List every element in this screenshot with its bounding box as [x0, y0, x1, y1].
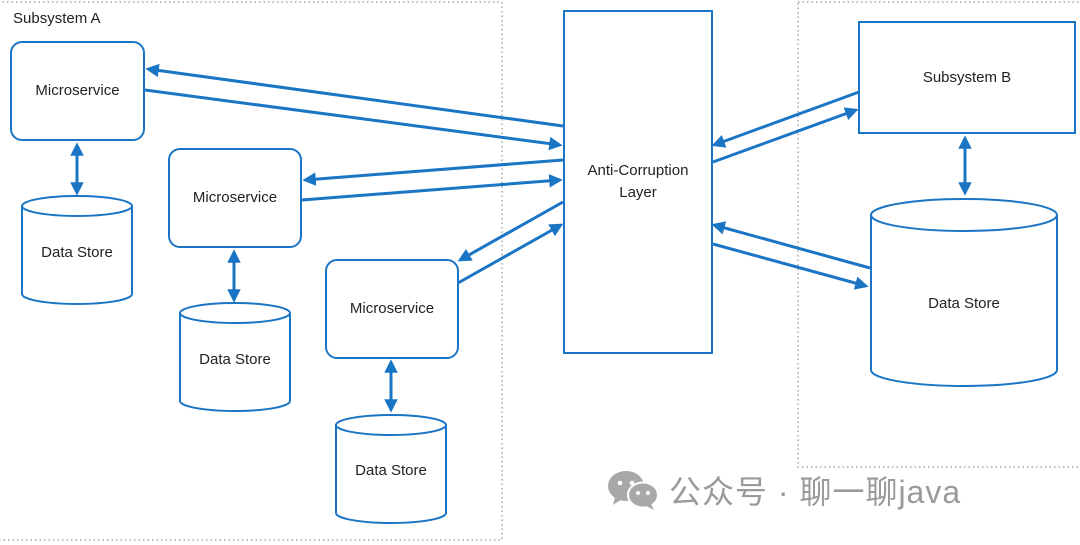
subsystem-b: Subsystem B — [858, 21, 1076, 134]
arrow-ms3-to-acl — [457, 223, 564, 285]
data-store-subsystem-b: Data Store — [870, 198, 1058, 387]
acl-label-line1: Anti-Corruption — [587, 162, 689, 179]
arrow-acl-to-store-b — [712, 242, 869, 290]
microservice-2-label: Microservice — [192, 189, 278, 206]
anti-corruption-layer: Anti-Corruption Layer — [563, 10, 713, 354]
data-store-1: Data Store — [21, 195, 133, 305]
microservice-2: Microservice — [168, 148, 302, 248]
microservice-1-label: Microservice — [35, 82, 120, 99]
data-store-1-label: Data Store — [41, 244, 113, 261]
microservice-3: Microservice — [325, 259, 459, 359]
data-store-2-label: Data Store — [199, 351, 271, 368]
arrow-acl-to-ms3 — [457, 200, 564, 262]
arrow-acl-to-subsystem-b — [712, 107, 859, 164]
subsystem-b-label: Subsystem B — [922, 69, 1012, 86]
subsystem-b-boundary — [797, 1, 1080, 468]
subsystem-a-boundary — [0, 1, 503, 541]
arrow-acl-to-ms2 — [302, 158, 564, 186]
microservice-3-label: Microservice — [349, 300, 435, 317]
arrow-ms2-to-acl — [301, 174, 563, 202]
data-store-b-label: Data Store — [928, 295, 1000, 312]
data-store-3: Data Store — [335, 414, 447, 524]
data-store-2: Data Store — [179, 302, 291, 412]
subsystem-a-label: Subsystem A — [13, 10, 101, 27]
acl-label-line2: Layer — [619, 184, 657, 201]
arrow-acl-to-ms1 — [145, 63, 564, 128]
arrow-store-b-to-acl — [711, 221, 871, 270]
microservice-1: Microservice — [10, 41, 145, 141]
arrow-ms1-to-acl — [144, 88, 563, 151]
watermark: 公众号 · 聊一聊java — [605, 467, 961, 513]
watermark-text: 公众号 · 聊一聊java — [669, 474, 962, 510]
data-store-3-label: Data Store — [355, 462, 427, 479]
wechat-icon — [608, 471, 659, 510]
arrow-subsystem-b-to-acl — [711, 90, 860, 148]
